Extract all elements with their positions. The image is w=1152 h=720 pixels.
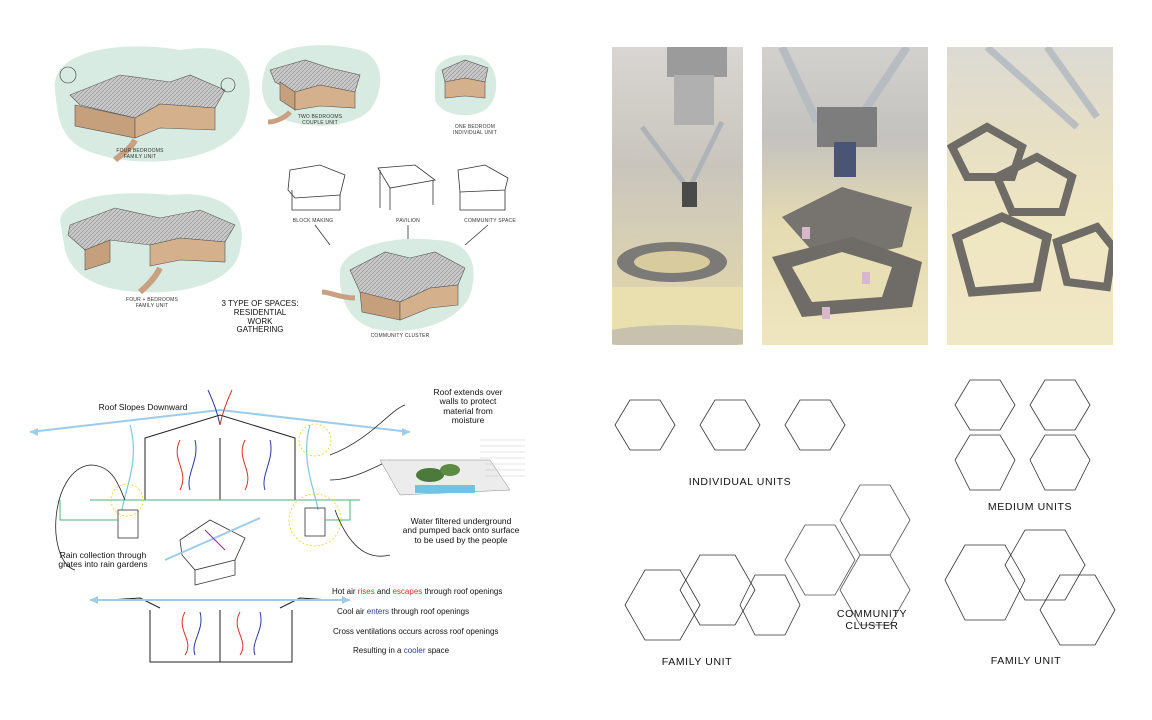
two-bedroom-house-illustration	[262, 45, 381, 126]
roof-slopes-label: Roof Slopes Downward	[98, 402, 188, 412]
legend-highlight: rises	[357, 587, 375, 596]
ventilation-section	[90, 596, 350, 663]
family-unit-plan-left	[624, 554, 801, 641]
one-bedroom-label: ONE BEDROOM INDIVIDUAL UNIT	[453, 124, 497, 136]
pavilion-sketch	[377, 164, 436, 210]
robot-printer-photo-1	[612, 47, 743, 345]
medium-units-label: MEDIUM UNITS	[987, 501, 1073, 513]
individual-unit-plans	[614, 399, 846, 451]
legend-text: Resulting in a	[353, 646, 404, 655]
legend-text: space	[425, 646, 450, 655]
block-making-label: BLOCK MAKING	[292, 218, 334, 224]
legend-result: Resulting in a cooler space	[353, 646, 449, 655]
legend-text: Cross ventilations occurs across roof op…	[333, 627, 499, 636]
legend-text: through roof openings	[422, 587, 503, 596]
four-bedroom-house-illustration	[54, 46, 250, 163]
family-unit-plan-right	[944, 529, 1116, 646]
two-bedroom-label: TWO BEDROOMS COUPLE UNIT	[297, 114, 343, 126]
community-space-sketch	[457, 164, 509, 211]
pavilion-label: PAVILION	[396, 218, 420, 224]
family-unit-left-label: FAMILY UNIT	[661, 656, 733, 668]
rain-garden-detail	[379, 439, 525, 496]
robot-printer-photo-2	[762, 47, 928, 345]
individual-units-label: INDIVIDUAL UNITS	[688, 476, 792, 488]
community-cluster-plan-label: COMMUNITY CLUSTER	[836, 608, 908, 632]
legend-text: through roof openings	[389, 607, 470, 616]
medium-unit-plans	[954, 379, 1091, 491]
rain-collection-label: Rain collection through grates into rain…	[58, 550, 148, 570]
community-cluster-label: COMMUNITY CLUSTER	[370, 333, 430, 339]
four-plus-bedroom-house-illustration	[60, 193, 242, 295]
legend-cross-ventilation: Cross ventilations occurs across roof op…	[333, 627, 498, 636]
legend-highlight: escapes	[392, 587, 423, 596]
four-plus-bedroom-label: FOUR + BEDROOMS FAMILY UNIT	[125, 297, 179, 309]
climate-strategy-diagram	[30, 389, 525, 663]
robot-printer-photo-3	[947, 47, 1113, 345]
community-space-label: COMMUNITY SPACE	[464, 218, 516, 224]
house-illustrations	[54, 45, 509, 331]
building-section	[30, 389, 411, 547]
legend-hot-air: Hot air rises and escapes through roof o…	[332, 587, 502, 596]
community-cluster-illustration	[321, 238, 474, 331]
floor-plans	[614, 379, 1116, 646]
legend-cool-air: Cool air enters through roof openings	[337, 607, 469, 616]
roof-ventilation-block	[164, 517, 261, 586]
roof-extends-label: Roof extends over walls to protect mater…	[433, 387, 503, 426]
four-bedroom-label: FOUR BEDROOMS FAMILY UNIT	[116, 148, 164, 160]
water-filtered-label: Water filtered underground and pumped ba…	[402, 516, 520, 545]
legend-text: and	[374, 587, 393, 596]
block-making-sketch	[287, 164, 346, 211]
spaces-title: 3 TYPE OF SPACES: RESIDENTIAL WORK GATHE…	[221, 299, 299, 335]
family-unit-right-label: FAMILY UNIT	[990, 655, 1062, 667]
legend-highlight: cooler	[403, 646, 426, 655]
one-bedroom-house-illustration	[435, 55, 497, 116]
legend-text: Cool air	[337, 607, 367, 616]
legend-text: Hot air	[332, 587, 358, 596]
community-cluster-plan	[784, 484, 911, 626]
legend-highlight: enters	[366, 607, 390, 616]
